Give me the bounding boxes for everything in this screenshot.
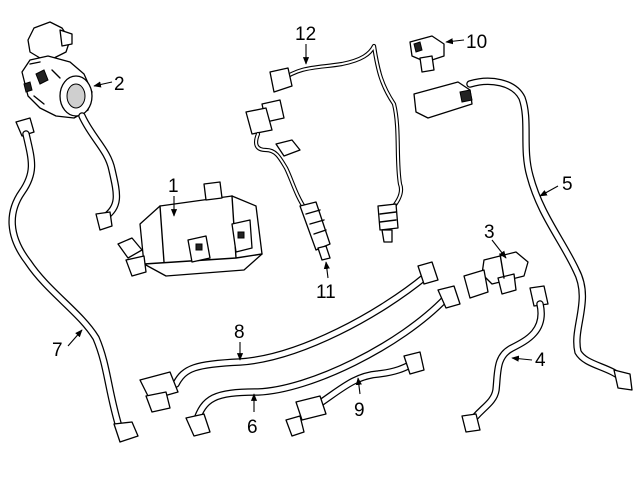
callout-6: 6 — [247, 417, 258, 438]
leader-11 — [323, 261, 330, 279]
callout-9: 9 — [354, 400, 365, 421]
oxygen-sensor-part-12[interactable] — [245, 43, 404, 261]
callout-7: 7 — [52, 340, 63, 361]
leader-3 — [491, 239, 507, 259]
leader-2 — [93, 81, 113, 88]
leader-5 — [539, 185, 559, 197]
pressure-sensor-part-10[interactable] — [409, 35, 445, 73]
callout-1: 1 — [168, 176, 179, 197]
line-part-9[interactable] — [285, 351, 425, 437]
callout-10: 10 — [466, 32, 487, 53]
callout-2: 2 — [114, 74, 125, 95]
hose-part-7[interactable] — [8, 117, 139, 443]
line-part-8[interactable] — [139, 261, 439, 413]
callout-8: 8 — [234, 322, 245, 343]
purge-valve-part-2[interactable] — [21, 21, 121, 231]
leader-4 — [511, 355, 533, 362]
callout-11: 11 — [316, 282, 336, 303]
leader-9 — [355, 377, 362, 395]
callout-12: 12 — [295, 24, 316, 45]
line-part-6[interactable] — [185, 285, 461, 437]
canister-part-1[interactable] — [117, 181, 263, 277]
vent-hose-part-5[interactable] — [413, 77, 633, 391]
callout-leaders — [67, 38, 559, 412]
hose-part-4[interactable] — [461, 285, 549, 433]
callout-numbers: 1 2 3 4 5 6 7 8 9 10 11 12 — [52, 24, 573, 438]
callout-3: 3 — [484, 222, 495, 243]
leader-7 — [67, 329, 83, 347]
tee-connector-part-3[interactable] — [463, 251, 529, 299]
callout-4: 4 — [535, 350, 546, 371]
callout-5: 5 — [562, 174, 573, 195]
leader-10 — [445, 38, 465, 45]
